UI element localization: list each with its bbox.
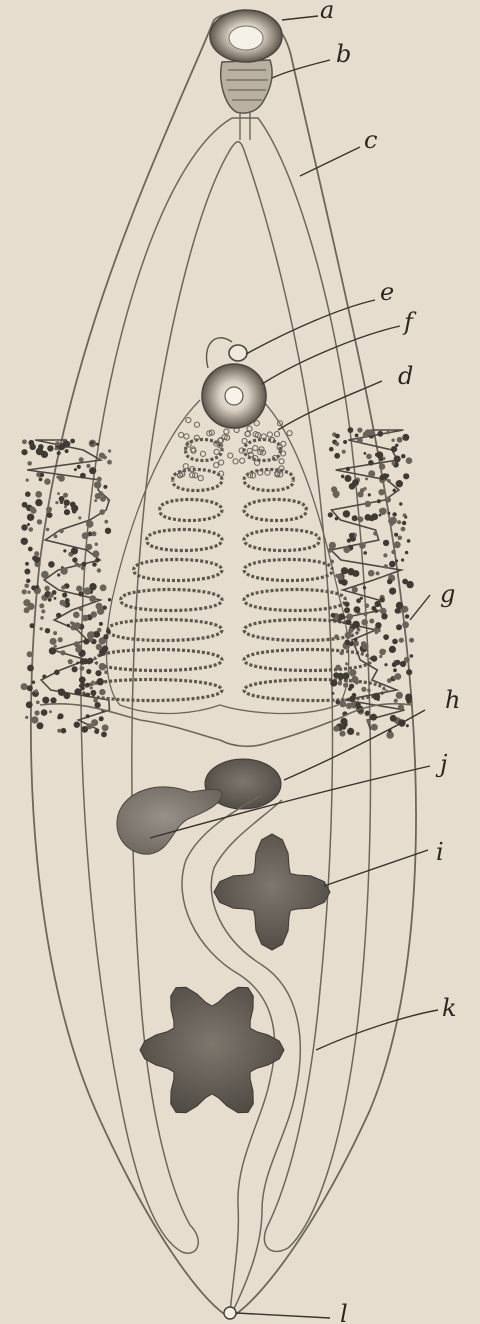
label-c: c (364, 126, 377, 154)
label-j: j (435, 750, 448, 778)
posterior-testis (140, 987, 284, 1112)
label-f: f (402, 308, 417, 336)
genital-pore (229, 345, 247, 361)
vitelline-duct-left (40, 704, 220, 740)
vitellaria-right (328, 427, 414, 739)
label-b: b (336, 40, 351, 68)
vitelline-duct-main (220, 740, 270, 746)
label-g: g (440, 580, 455, 608)
anterior-testis (214, 834, 330, 950)
oral-sucker-opening (229, 26, 263, 50)
vitellaria-left (21, 439, 112, 738)
label-h: h (445, 686, 460, 714)
label-a: a (320, 0, 334, 24)
body-outline (31, 12, 416, 1318)
seminal-receptacle (117, 787, 222, 854)
label-k: k (442, 994, 457, 1022)
label-i: i (436, 838, 444, 866)
excretory-pore (224, 1307, 236, 1319)
label-d: d (398, 362, 413, 390)
pharynx (221, 60, 272, 113)
oesophagus (240, 112, 250, 140)
label-e: e (380, 278, 394, 306)
label-l: l (340, 1300, 348, 1324)
